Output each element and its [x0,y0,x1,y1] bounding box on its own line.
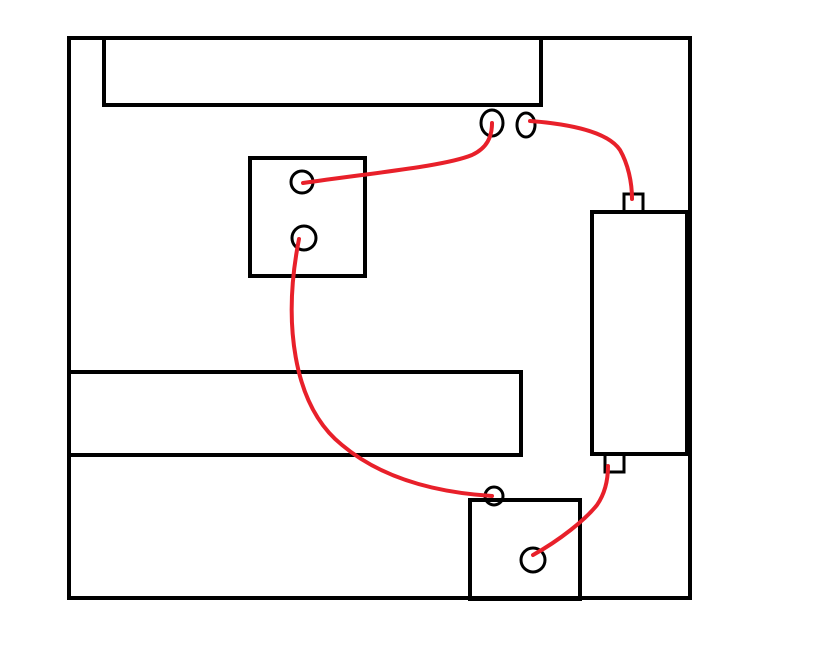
middle-panel [67,370,523,457]
wire-top-left [301,121,494,185]
wire-top-right [528,119,634,201]
wire-middle [289,237,494,498]
wire-bottom-right [531,464,610,557]
lower-box-inner-terminal [519,546,547,574]
upper-junction-box [248,156,367,278]
cylinder-bottom-tab [603,452,626,474]
upper-box-bottom-terminal [290,224,318,252]
lower-junction-box [468,498,582,601]
top-panel [102,36,543,107]
top-panel-right-terminal [515,111,537,139]
